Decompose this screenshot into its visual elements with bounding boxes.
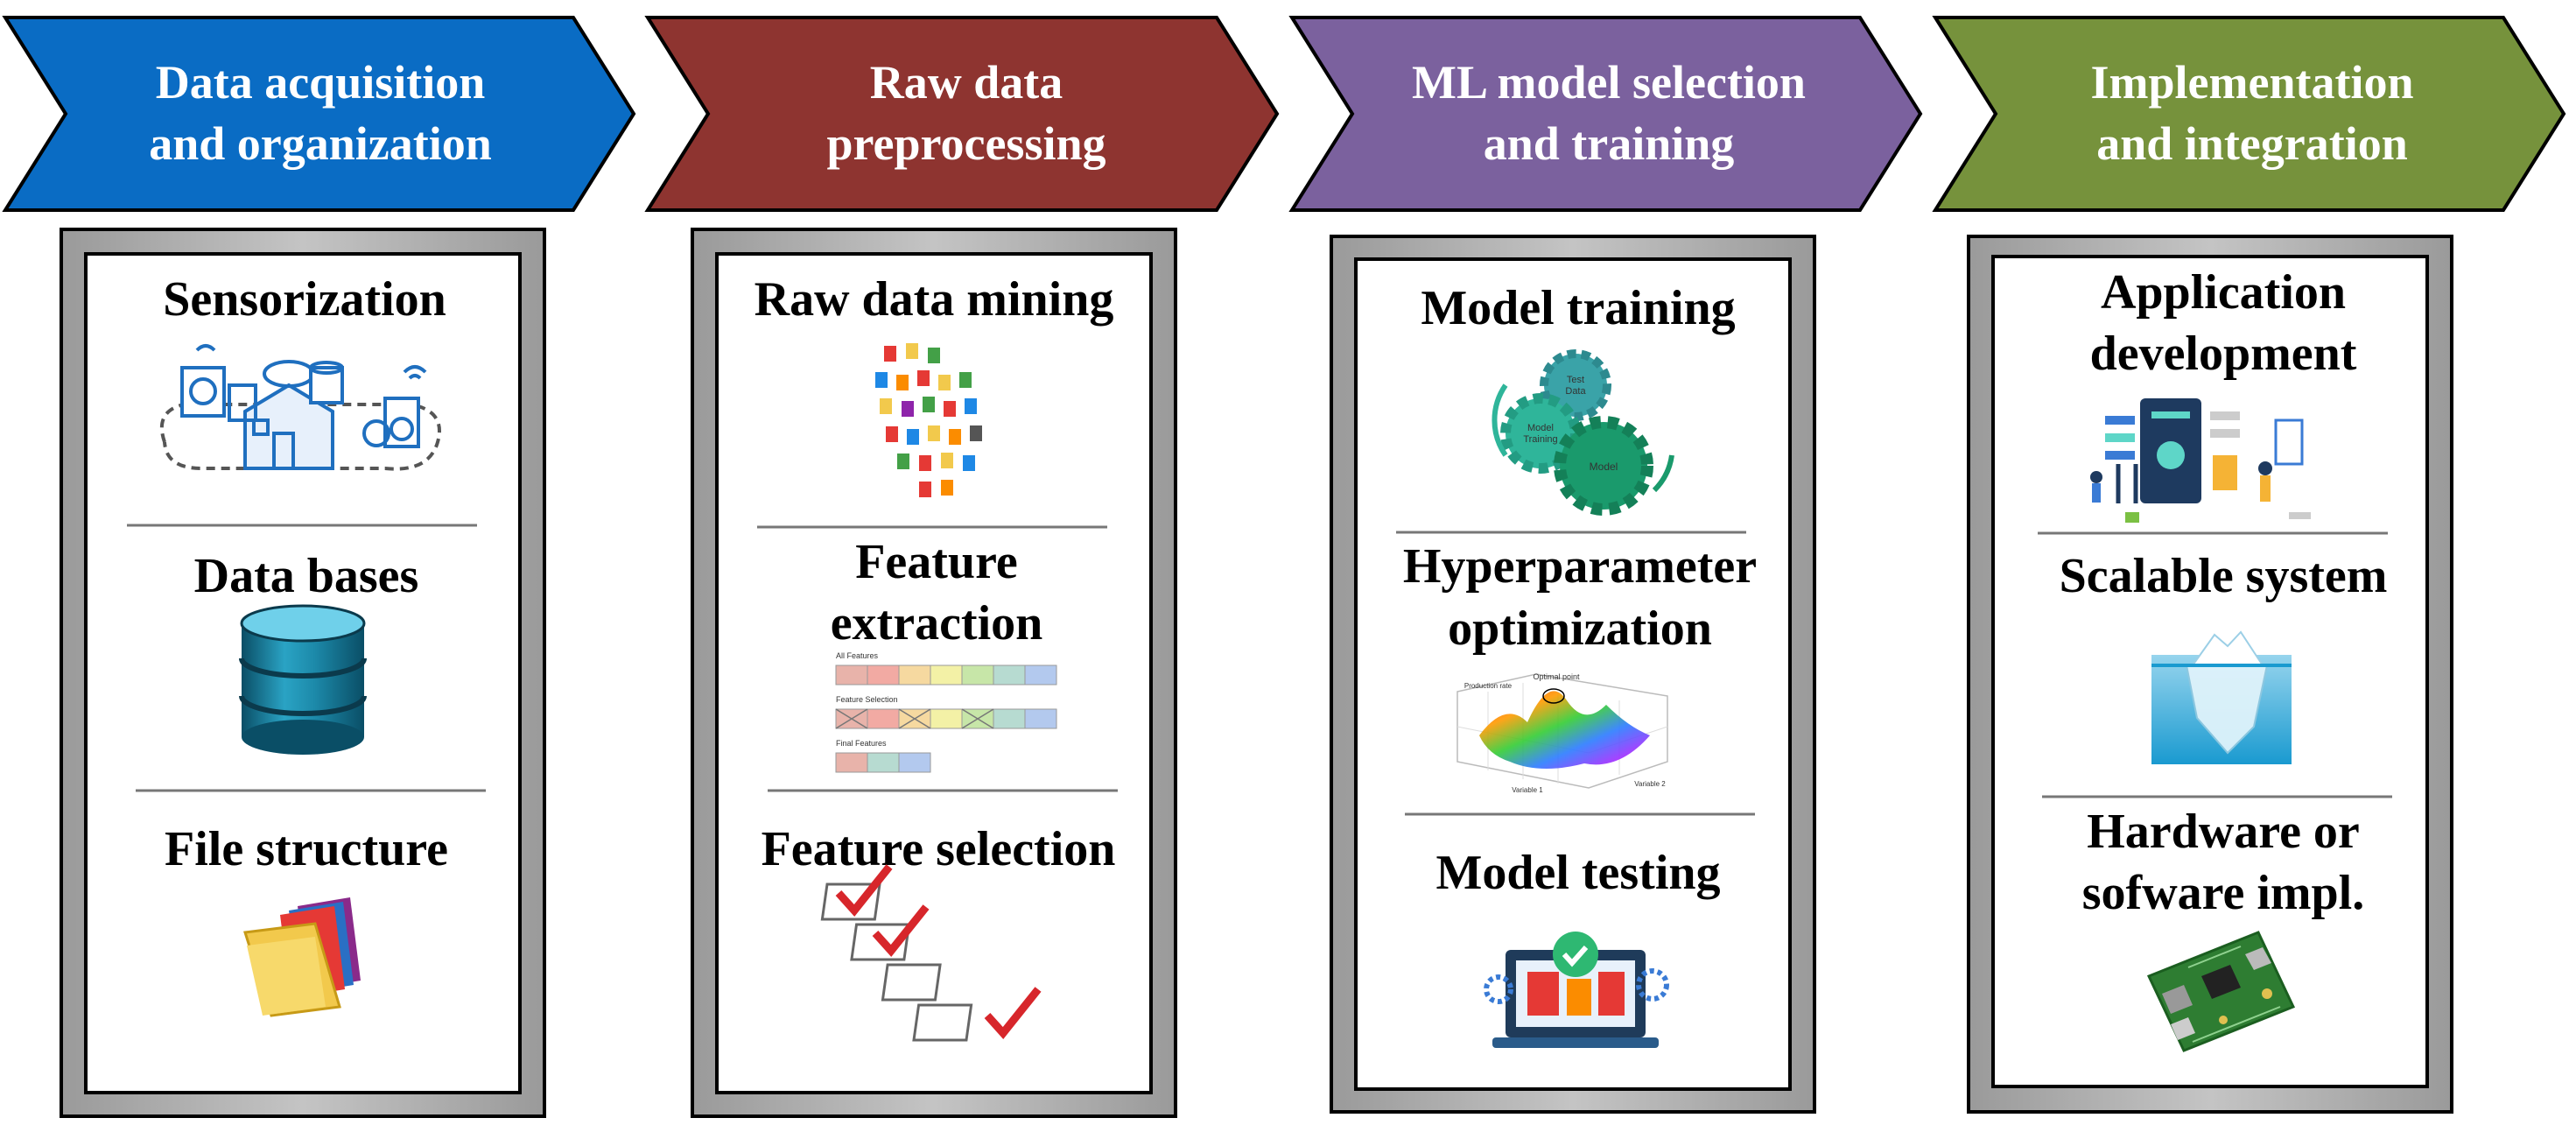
data-files-cloud-icon: [875, 343, 982, 497]
stage-title-line-1: Data acquisition: [156, 56, 486, 109]
stage-arrow: [644, 16, 1280, 212]
stage-title-line-1: Raw data: [870, 56, 1063, 109]
item-label: Scalable system: [2060, 549, 2388, 603]
plot-caption: Production rate: [1464, 682, 1513, 690]
stage-raw-data-preprocessing: Raw data preprocessing Raw data mining: [644, 16, 1280, 1118]
stage-arrow: [2, 16, 636, 212]
stage-title-line-2: and integration: [2096, 117, 2408, 170]
item-label: Hyperparameter: [1403, 539, 1757, 594]
item-label: Hardware or: [2087, 805, 2360, 859]
item-label: Model training: [1421, 281, 1735, 335]
item-label: extraction: [831, 596, 1043, 650]
item-label: development: [2090, 327, 2357, 381]
database-cylinder-icon: [239, 604, 367, 755]
iceberg-icon: [2151, 620, 2292, 764]
stage-title-line-2: and training: [1484, 117, 1735, 170]
item-label: Feature: [855, 535, 1018, 589]
app-dev-icon: [2090, 398, 2311, 523]
stage-implementation-integration: Implementation and integration Applicati…: [1932, 16, 2566, 1114]
gear-caption: Model: [1527, 423, 1554, 433]
file-folders-icon: [243, 897, 361, 1017]
gears-icon: Test Data Model Training Model: [1492, 349, 1674, 516]
plot-caption: Variable 1: [1512, 786, 1543, 794]
plot-caption: Variable 2: [1634, 780, 1666, 788]
stage-title-line-1: ML model selection: [1412, 56, 1806, 109]
item-label: optimization: [1448, 601, 1712, 656]
gear-caption: Test: [1567, 375, 1584, 385]
item-label: Sensorization: [163, 272, 446, 327]
laptop-check-icon: [1484, 932, 1669, 1048]
plot-caption: Optimal point: [1533, 672, 1580, 681]
surface-plot-icon: Optimal point Production rate Variable 1…: [1456, 672, 1668, 794]
item-label: File structure: [165, 822, 448, 876]
stage-title-line-2: preprocessing: [826, 117, 1106, 170]
item-label: Raw data mining: [755, 272, 1114, 327]
item-label: Application: [2101, 265, 2346, 320]
gear-caption: Data: [1565, 386, 1586, 397]
smart-home-sensors-icon: [159, 344, 441, 471]
circuit-board-icon: [2146, 931, 2296, 1052]
feature-bars-icon: All Features Feature Selection Final Fea…: [835, 651, 1057, 773]
stage-arrow: [1288, 16, 1923, 212]
feature-caption: All Features: [836, 651, 879, 660]
item-label: sofware impl.: [2082, 866, 2365, 920]
stage-arrow: [1932, 16, 2566, 212]
checklist-icon: [820, 864, 1042, 1042]
stage-title-line-2: and organization: [149, 117, 492, 170]
gear-caption: Training: [1523, 434, 1557, 445]
item-label: Model testing: [1435, 846, 1720, 900]
item-label: Data bases: [194, 549, 419, 603]
item-label: Feature selection: [762, 822, 1116, 876]
stage-ml-model-selection: ML model selection and training Model tr…: [1288, 16, 1923, 1114]
feature-caption: Final Features: [836, 739, 887, 748]
stage-data-acquisition: Data acquisition and organization Sensor…: [2, 16, 636, 1118]
stage-title-line-1: Implementation: [2091, 56, 2414, 109]
gear-caption: Model: [1590, 461, 1618, 473]
feature-caption: Feature Selection: [836, 695, 898, 704]
